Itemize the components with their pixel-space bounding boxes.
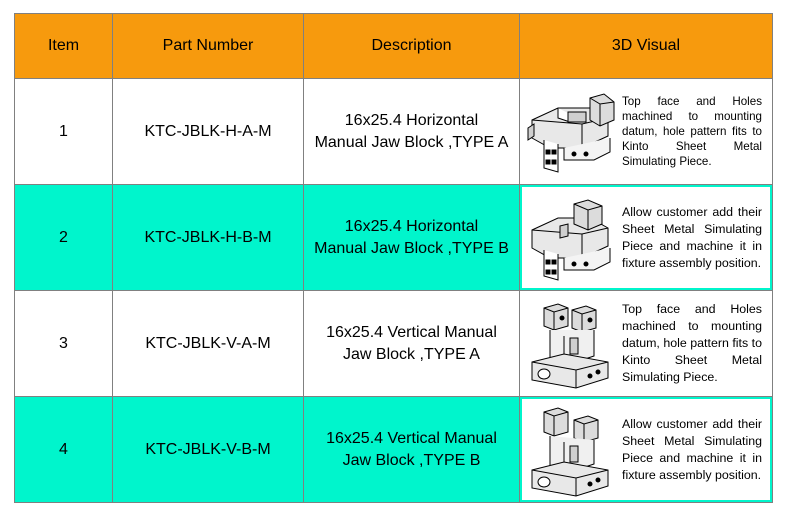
horizontal-jaw-block-drawing-icon	[527, 92, 615, 173]
visual-cell: Allow customer add their Sheet Metal Sim…	[519, 396, 773, 503]
visual-cell: Allow customer add their Sheet Metal Sim…	[519, 184, 773, 291]
item-number: 2	[14, 184, 113, 291]
description-line: Jaw Block ,TYPE A	[343, 345, 480, 363]
table-row: 1 KTC-JBLK-H-A-M 16x25.4 Horizontal Manu…	[14, 78, 773, 185]
header-3d-visual: 3D Visual	[519, 13, 773, 79]
vertical-jaw-block-drawing-icon	[531, 406, 609, 497]
description: 16x25.4 Vertical Manual Jaw Block ,TYPE …	[303, 396, 520, 503]
part-number: KTC-JBLK-V-B-M	[112, 396, 304, 503]
part-number: KTC-JBLK-V-A-M	[112, 290, 304, 397]
description-line: Manual Jaw Block ,TYPE B	[314, 239, 509, 257]
part-number: KTC-JBLK-H-A-M	[112, 78, 304, 185]
visual-description: Top face and Holes machined to mounting …	[622, 302, 762, 384]
header-item: Item	[14, 13, 113, 79]
description-line: 16x25.4 Horizontal	[344, 217, 479, 235]
table-row: 4 KTC-JBLK-V-B-M 16x25.4 Vertical Manual…	[14, 396, 773, 503]
header-description: Description	[303, 13, 520, 79]
description-line: 16x25.4 Vertical Manual	[326, 323, 497, 341]
visual-description: Allow customer add their Sheet Metal Sim…	[622, 204, 762, 270]
item-number: 4	[14, 396, 113, 503]
visual-description: Top face and Holes machined to mounting …	[622, 95, 762, 168]
description-line: Jaw Block ,TYPE B	[342, 451, 481, 469]
description-line: Manual Jaw Block ,TYPE A	[314, 133, 509, 151]
description: 16x25.4 Horizontal Manual Jaw Block ,TYP…	[303, 78, 520, 185]
vertical-jaw-block-drawing-icon	[531, 302, 609, 389]
item-number: 1	[14, 78, 113, 185]
visual-description: Allow customer add their Sheet Metal Sim…	[622, 416, 762, 482]
horizontal-jaw-block-drawing-icon	[531, 198, 611, 281]
visual-cell: Top face and Holes machined to mounting …	[519, 290, 773, 397]
visual-cell: Top face and Holes machined to mounting …	[519, 78, 773, 185]
description: 16x25.4 Horizontal Manual Jaw Block ,TYP…	[303, 184, 520, 291]
table-row: 3 KTC-JBLK-V-A-M 16x25.4 Vertical Manual…	[14, 290, 773, 397]
header-part-number: Part Number	[112, 13, 304, 79]
description-line: 16x25.4 Vertical Manual	[326, 429, 497, 447]
item-number: 3	[14, 290, 113, 397]
part-number: KTC-JBLK-H-B-M	[112, 184, 304, 291]
description: 16x25.4 Vertical Manual Jaw Block ,TYPE …	[303, 290, 520, 397]
header-row: Item Part Number Description 3D Visual	[14, 13, 773, 79]
description-line: 16x25.4 Horizontal	[344, 111, 479, 129]
table-row: 2 KTC-JBLK-H-B-M 16x25.4 Horizontal Manu…	[14, 184, 773, 291]
parts-table: Item Part Number Description 3D Visual 1…	[14, 13, 773, 503]
